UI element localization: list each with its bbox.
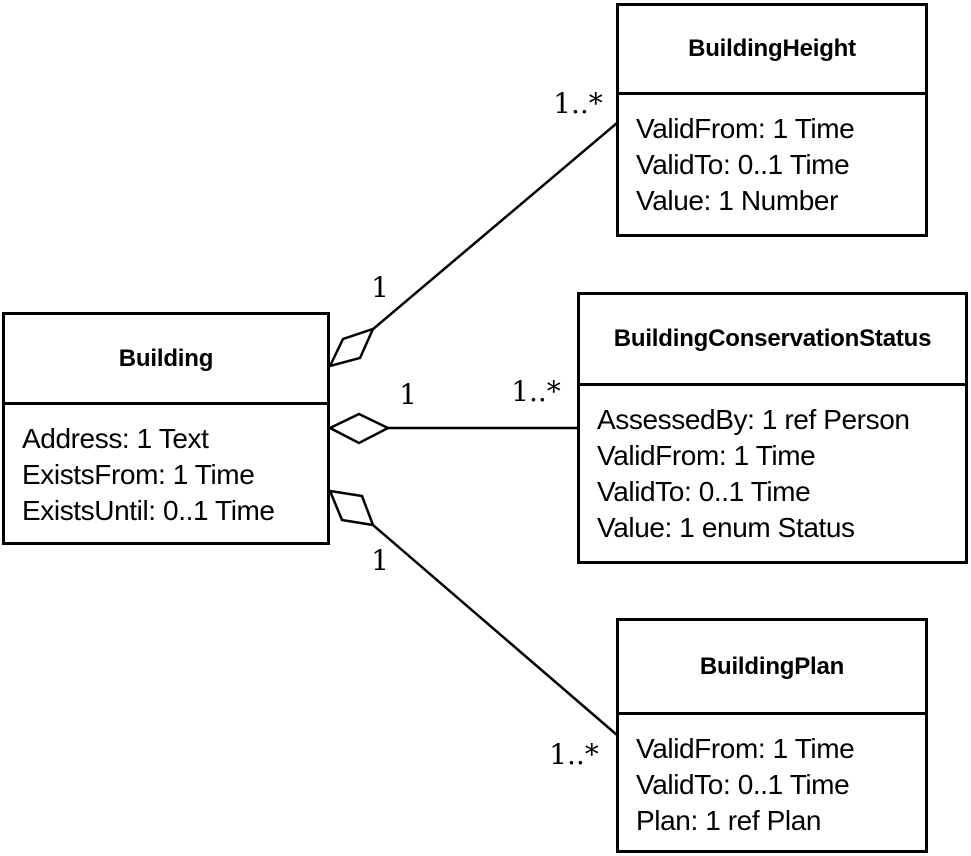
class-attributes-building-conservation-status: AssessedBy: 1 ref Person ValidFrom: 1 Ti… bbox=[580, 386, 965, 546]
attribute-row: ValidTo: 0..1 Time bbox=[597, 476, 811, 507]
class-title-building: Building bbox=[5, 315, 327, 405]
class-attributes-building-height: ValidFrom: 1 Time ValidTo: 0..1 Time Val… bbox=[619, 95, 925, 219]
attribute-row: Value: 1 Number bbox=[636, 185, 839, 216]
class-box-building[interactable]: Building Address: 1 Text ExistsFrom: 1 T… bbox=[2, 312, 330, 545]
class-title-building-plan: BuildingPlan bbox=[619, 621, 925, 715]
attribute-row: ExistsUntil: 0..1 Time bbox=[22, 495, 275, 526]
class-box-building-height[interactable]: BuildingHeight ValidFrom: 1 Time ValidTo… bbox=[616, 3, 928, 237]
aggregation-diamond-icon-conservation bbox=[327, 412, 391, 445]
multiplicity-label-building-conservation-status-source: 1 bbox=[399, 378, 417, 411]
association-line-building-height bbox=[371, 122, 618, 331]
attribute-row: ValidFrom: 1 Time bbox=[636, 113, 855, 144]
attribute-row: AssessedBy: 1 ref Person bbox=[597, 404, 910, 435]
class-title-building-height: BuildingHeight bbox=[619, 6, 925, 95]
multiplicity-label-building-height-source: 1 bbox=[371, 271, 389, 304]
attribute-row: Address: 1 Text bbox=[22, 423, 209, 454]
class-attributes-building: Address: 1 Text ExistsFrom: 1 Time Exist… bbox=[5, 405, 327, 529]
class-title-building-conservation-status: BuildingConservationStatus bbox=[580, 295, 965, 386]
class-attributes-building-plan: ValidFrom: 1 Time ValidTo: 0..1 Time Pla… bbox=[619, 715, 925, 839]
aggregation-diamond-icon-height bbox=[327, 326, 376, 368]
attribute-row: ValidTo: 0..1 Time bbox=[636, 149, 850, 180]
attribute-row: Value: 1 enum Status bbox=[597, 512, 855, 543]
attribute-row: ValidFrom: 1 Time bbox=[597, 440, 816, 471]
multiplicity-label-building-plan-target: 1..* bbox=[549, 738, 599, 771]
association-line-building-plan bbox=[372, 524, 618, 736]
class-box-building-plan[interactable]: BuildingPlan ValidFrom: 1 Time ValidTo: … bbox=[616, 618, 928, 853]
attribute-row: ExistsFrom: 1 Time bbox=[22, 459, 255, 490]
attribute-row: ValidTo: 0..1 Time bbox=[636, 769, 850, 800]
multiplicity-label-building-plan-source: 1 bbox=[371, 544, 389, 577]
attribute-row: Plan: 1 ref Plan bbox=[636, 805, 822, 836]
class-box-building-conservation-status[interactable]: BuildingConservationStatus AssessedBy: 1… bbox=[577, 292, 968, 564]
multiplicity-label-building-height-target: 1..* bbox=[553, 87, 603, 120]
aggregation-diamond-icon-plan bbox=[327, 489, 375, 527]
multiplicity-label-building-conservation-status-target: 1..* bbox=[511, 375, 561, 408]
attribute-row: ValidFrom: 1 Time bbox=[636, 733, 855, 764]
